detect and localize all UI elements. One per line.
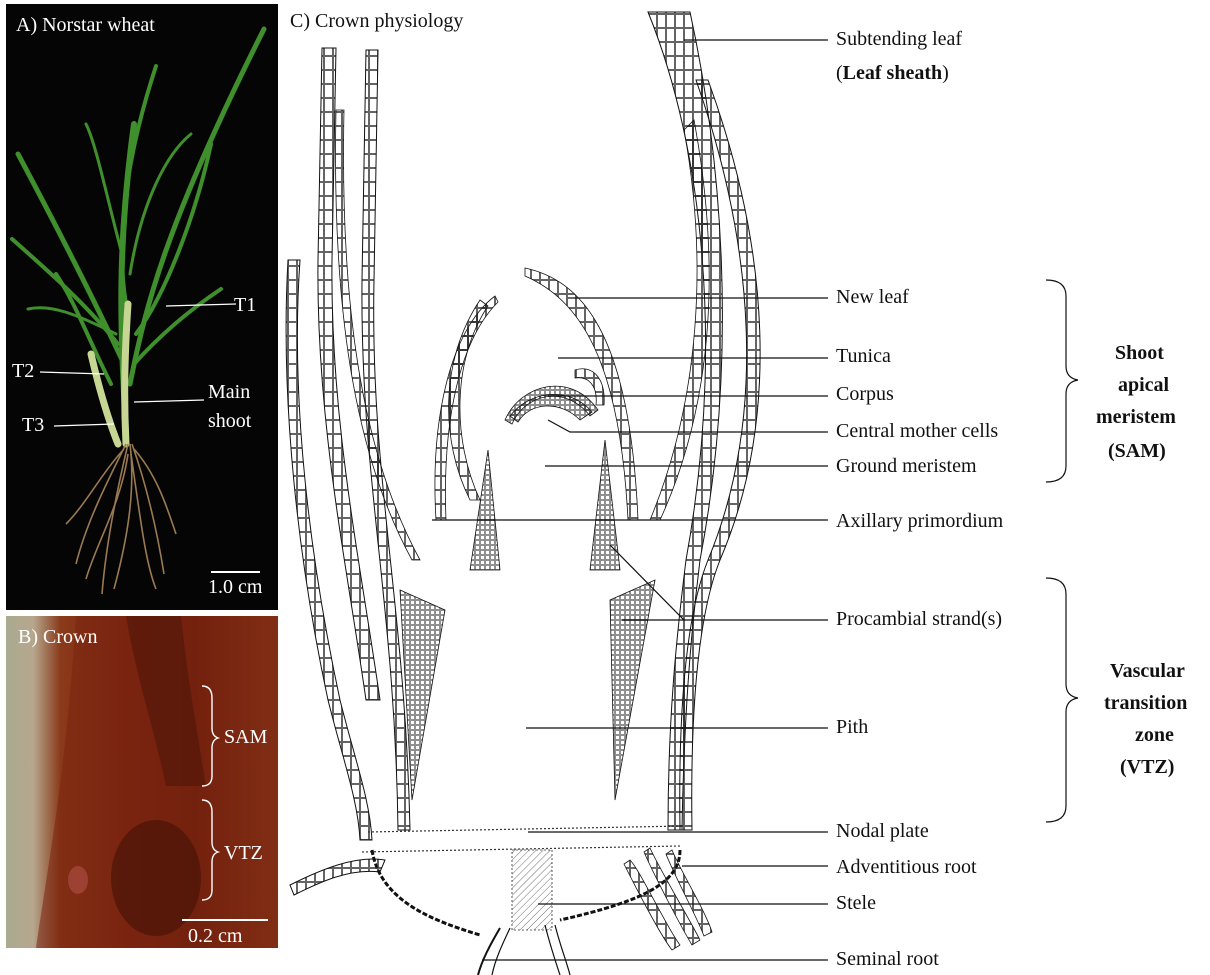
label-pith: Pith xyxy=(836,716,868,739)
label-leaf-sheath: (Leaf sheath) xyxy=(836,62,949,85)
label-corpus: Corpus xyxy=(836,383,894,406)
sam-bracket-line2: apical xyxy=(1118,374,1169,397)
label-tunica: Tunica xyxy=(836,345,891,368)
vtz-bracket xyxy=(1046,578,1078,822)
sam-bracket-line4: (SAM) xyxy=(1108,440,1166,463)
vtz-bracket-line4: (VTZ) xyxy=(1120,756,1174,779)
label-subtending-leaf: Subtending leaf xyxy=(836,28,962,51)
label-axillary-primordium: Axillary primordium xyxy=(836,510,1003,533)
panel-c-title: C) Crown physiology xyxy=(290,10,463,33)
sam-bracket-line1: Shoot xyxy=(1115,342,1164,365)
label-seminal-root: Seminal root xyxy=(836,948,939,971)
vtz-bracket-line3: zone xyxy=(1135,724,1174,747)
label-nodal-plate: Nodal plate xyxy=(836,820,929,843)
label-ground-meristem: Ground meristem xyxy=(836,455,977,478)
label-new-leaf: New leaf xyxy=(836,286,909,309)
label-central-mother-cells: Central mother cells xyxy=(836,420,998,443)
label-procambial-strands: Procambial strand(s) xyxy=(836,608,1002,631)
sam-bracket-line3: meristem xyxy=(1096,406,1176,429)
vtz-bracket-line2: transition xyxy=(1104,692,1187,715)
label-stele: Stele xyxy=(836,892,876,915)
vtz-bracket-line1: Vascular xyxy=(1110,660,1185,683)
sam-bracket xyxy=(1046,280,1078,482)
label-adventitious-root: Adventitious root xyxy=(836,856,977,879)
